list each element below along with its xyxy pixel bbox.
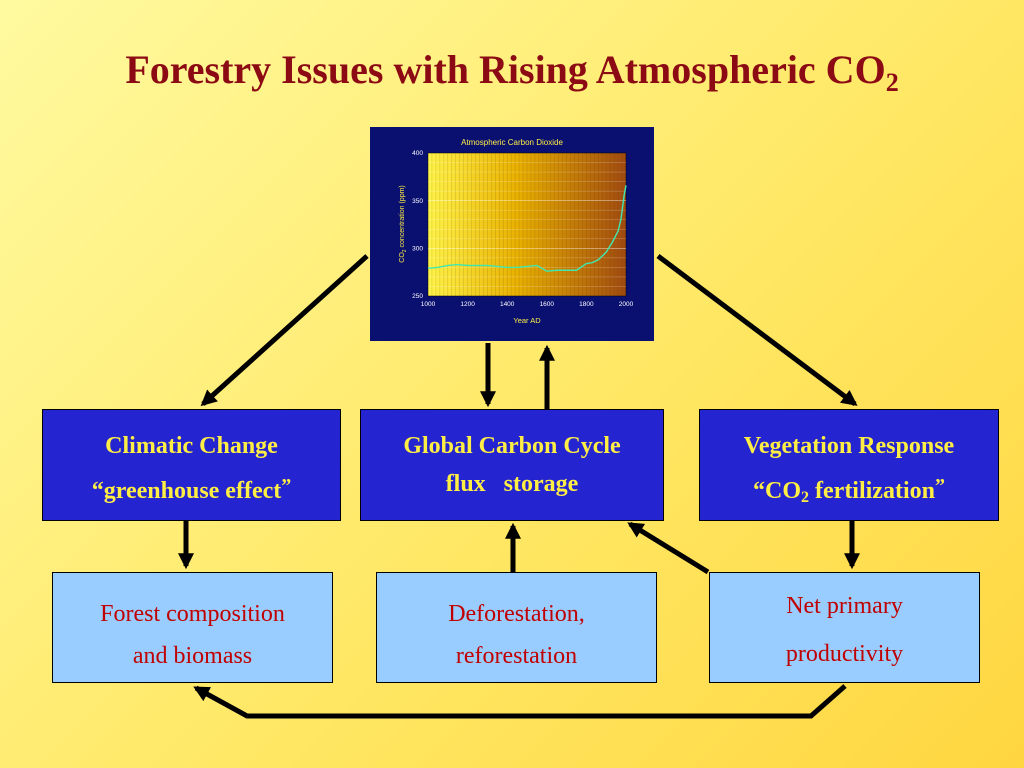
npp-line2: productivity (785, 641, 904, 667)
co2-fertilization-text: “CO2 fertilization” (753, 475, 945, 506)
forest-composition-line2: and biomass (132, 643, 253, 669)
slide-title: Forestry Issues with Rising Atmospheric … (125, 47, 899, 97)
x-tick-label: 2000 (619, 301, 634, 308)
arrow-chart-to-climate (200, 254, 369, 407)
arrow-chart-to-vegetation (656, 254, 858, 406)
deforestation-box: Deforestation, reforestation (376, 572, 657, 683)
x-axis-label: Year AD (513, 316, 541, 325)
deforestation-line1: Deforestation, (448, 601, 585, 627)
y-axis-label: CO2 concentration (ppm) (399, 185, 408, 262)
flux-storage-text: flux storage (445, 471, 579, 497)
x-tick-label: 1600 (540, 301, 555, 308)
deforestation-line2: reforestation (455, 643, 578, 669)
vegetation-response-title: Vegetation Response (743, 433, 955, 459)
forest-composition-box: Forest composition and biomass (52, 572, 333, 683)
global-carbon-cycle-title: Global Carbon Cycle (403, 433, 621, 459)
x-tick-label: 1400 (500, 301, 515, 308)
x-tick-label: 1200 (460, 301, 475, 308)
arrow-npp-to-forest (193, 684, 847, 719)
vegetation-response-box: Vegetation Response “CO2 fertilization” (699, 409, 999, 521)
y-tick-label: 400 (412, 150, 423, 157)
npp-line1: Net primary (786, 593, 903, 619)
y-tick-label: 250 (412, 293, 423, 300)
greenhouse-effect-text: “greenhouse effect” (91, 475, 292, 504)
chart-title: Atmospheric Carbon Dioxide (461, 138, 563, 147)
grid (428, 153, 626, 296)
co2-series-line (427, 185, 627, 272)
plot-area (427, 152, 627, 297)
y-tick-label: 300 (412, 246, 423, 253)
x-tick-label: 1000 (421, 301, 436, 308)
tick-labels: 1000 1200 1400 1600 1800 2000 250 300 350 400 (412, 150, 633, 308)
climatic-change-box: Climatic Change “greenhouse effect” (42, 409, 341, 521)
y-tick-label: 350 (412, 198, 423, 205)
net-primary-productivity-box: Net primary productivity (709, 572, 980, 683)
climatic-change-title: Climatic Change (105, 433, 278, 459)
arrow-npp-to-carbon (627, 521, 710, 575)
x-tick-label: 1800 (579, 301, 594, 308)
global-carbon-cycle-box: Global Carbon Cycle flux storage (360, 409, 664, 521)
forest-composition-line1: Forest composition (100, 601, 285, 627)
